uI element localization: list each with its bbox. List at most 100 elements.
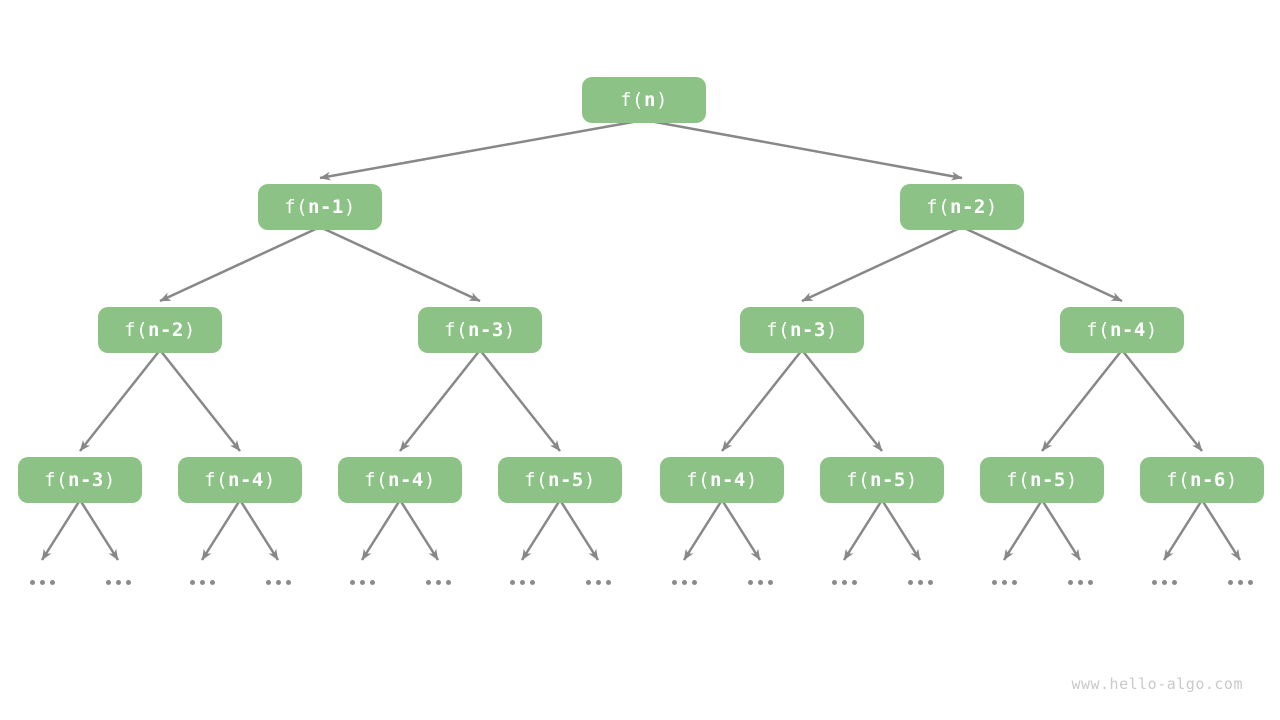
- node-label-post: ): [343, 196, 356, 218]
- ellipsis-dot: [606, 580, 611, 585]
- edge-arrow: [159, 349, 241, 452]
- ellipsis-dot: [436, 580, 441, 585]
- ellipsis-dot: [266, 580, 271, 585]
- ellipsis: [1152, 580, 1177, 585]
- node-label-pre: f(: [1166, 469, 1191, 491]
- ellipsis-dot: [50, 580, 55, 585]
- edge-arrow: [801, 349, 883, 452]
- ellipsis-dot: [918, 580, 923, 585]
- tree-node-n4: f(n-3): [418, 307, 542, 353]
- node-label-post: ): [263, 469, 276, 491]
- node-label-arg: n-4: [1110, 319, 1146, 341]
- edge-arrow: [643, 118, 963, 181]
- edge-arrow: [78, 499, 120, 561]
- node-label-post: ): [985, 196, 998, 218]
- ellipsis-dot: [190, 580, 195, 585]
- ellipsis: [30, 580, 55, 585]
- node-label-post: ): [1065, 469, 1078, 491]
- edge-arrow: [399, 349, 481, 452]
- ellipsis: [832, 580, 857, 585]
- edge-arrow: [159, 225, 321, 303]
- node-label-arg: n-2: [148, 319, 184, 341]
- edge-arrow: [520, 499, 562, 561]
- ellipsis-dot: [1088, 580, 1093, 585]
- ellipsis-dot: [276, 580, 281, 585]
- ellipsis-dot: [200, 580, 205, 585]
- edge-arrow: [720, 499, 762, 561]
- ellipsis-dot: [1238, 580, 1243, 585]
- tree-node-n5: f(n-3): [740, 307, 864, 353]
- ellipsis-dot: [520, 580, 525, 585]
- watermark: www.hello-algo.com: [1071, 675, 1243, 693]
- edge-arrow: [558, 499, 600, 561]
- edge-arrow: [200, 499, 242, 561]
- node-label-arg: n-5: [1030, 469, 1066, 491]
- ellipsis-dot: [210, 580, 215, 585]
- ellipsis-dot: [768, 580, 773, 585]
- ellipsis-dot: [1152, 580, 1157, 585]
- edge-arrow: [79, 349, 161, 452]
- node-label-pre: f(: [766, 319, 791, 341]
- edge-arrow: [842, 499, 884, 561]
- ellipsis-dot: [832, 580, 837, 585]
- node-label-arg: n-3: [68, 469, 104, 491]
- ellipsis-dot: [586, 580, 591, 585]
- ellipsis-dot: [672, 580, 677, 585]
- ellipsis-dot: [286, 580, 291, 585]
- edge-arrow: [1162, 499, 1204, 561]
- node-label-arg: n-5: [870, 469, 906, 491]
- node-label-pre: f(: [44, 469, 69, 491]
- ellipsis-dot: [748, 580, 753, 585]
- ellipsis: [510, 580, 535, 585]
- node-label-pre: f(: [204, 469, 229, 491]
- ellipsis: [586, 580, 611, 585]
- node-label-pre: f(: [364, 469, 389, 491]
- ellipsis-dot: [1068, 580, 1073, 585]
- node-label-pre: f(: [686, 469, 711, 491]
- node-label-post: ): [655, 89, 668, 111]
- ellipsis-dot: [446, 580, 451, 585]
- ellipsis-dot: [360, 580, 365, 585]
- node-label-arg: n-4: [228, 469, 264, 491]
- ellipsis-dot: [596, 580, 601, 585]
- node-label-pre: f(: [1006, 469, 1031, 491]
- ellipsis: [106, 580, 131, 585]
- ellipsis-dot: [928, 580, 933, 585]
- ellipsis-dot: [350, 580, 355, 585]
- node-label-pre: f(: [284, 196, 309, 218]
- edge-arrow: [360, 499, 402, 561]
- ellipsis-dot: [842, 580, 847, 585]
- edge-arrow: [479, 349, 561, 452]
- node-label-post: ): [825, 319, 838, 341]
- ellipsis-dot: [1002, 580, 1007, 585]
- ellipsis: [350, 580, 375, 585]
- ellipsis-dot: [126, 580, 131, 585]
- ellipsis-dot: [908, 580, 913, 585]
- node-label-post: ): [905, 469, 918, 491]
- node-label-pre: f(: [524, 469, 549, 491]
- edge-arrow: [238, 499, 280, 561]
- ellipsis: [992, 580, 1017, 585]
- tree-node-n8: f(n-4): [178, 457, 302, 503]
- node-label-arg: n-3: [468, 319, 504, 341]
- ellipsis-dot: [1012, 580, 1017, 585]
- tree-node-n14: f(n-6): [1140, 457, 1264, 503]
- ellipsis-dot: [370, 580, 375, 585]
- edge-arrow: [40, 499, 82, 561]
- ellipsis: [672, 580, 697, 585]
- node-label-arg: n-5: [548, 469, 584, 491]
- ellipsis: [748, 580, 773, 585]
- edge-arrow: [682, 499, 724, 561]
- node-label-post: ): [423, 469, 436, 491]
- ellipsis: [908, 580, 933, 585]
- node-label-post: ): [583, 469, 596, 491]
- ellipsis-dot: [1172, 580, 1177, 585]
- tree-node-n9: f(n-4): [338, 457, 462, 503]
- ellipsis-dot: [106, 580, 111, 585]
- edge-arrow: [319, 225, 481, 303]
- node-label-arg: n-3: [790, 319, 826, 341]
- node-label-post: ): [183, 319, 196, 341]
- tree-node-n0: f(n): [582, 77, 706, 123]
